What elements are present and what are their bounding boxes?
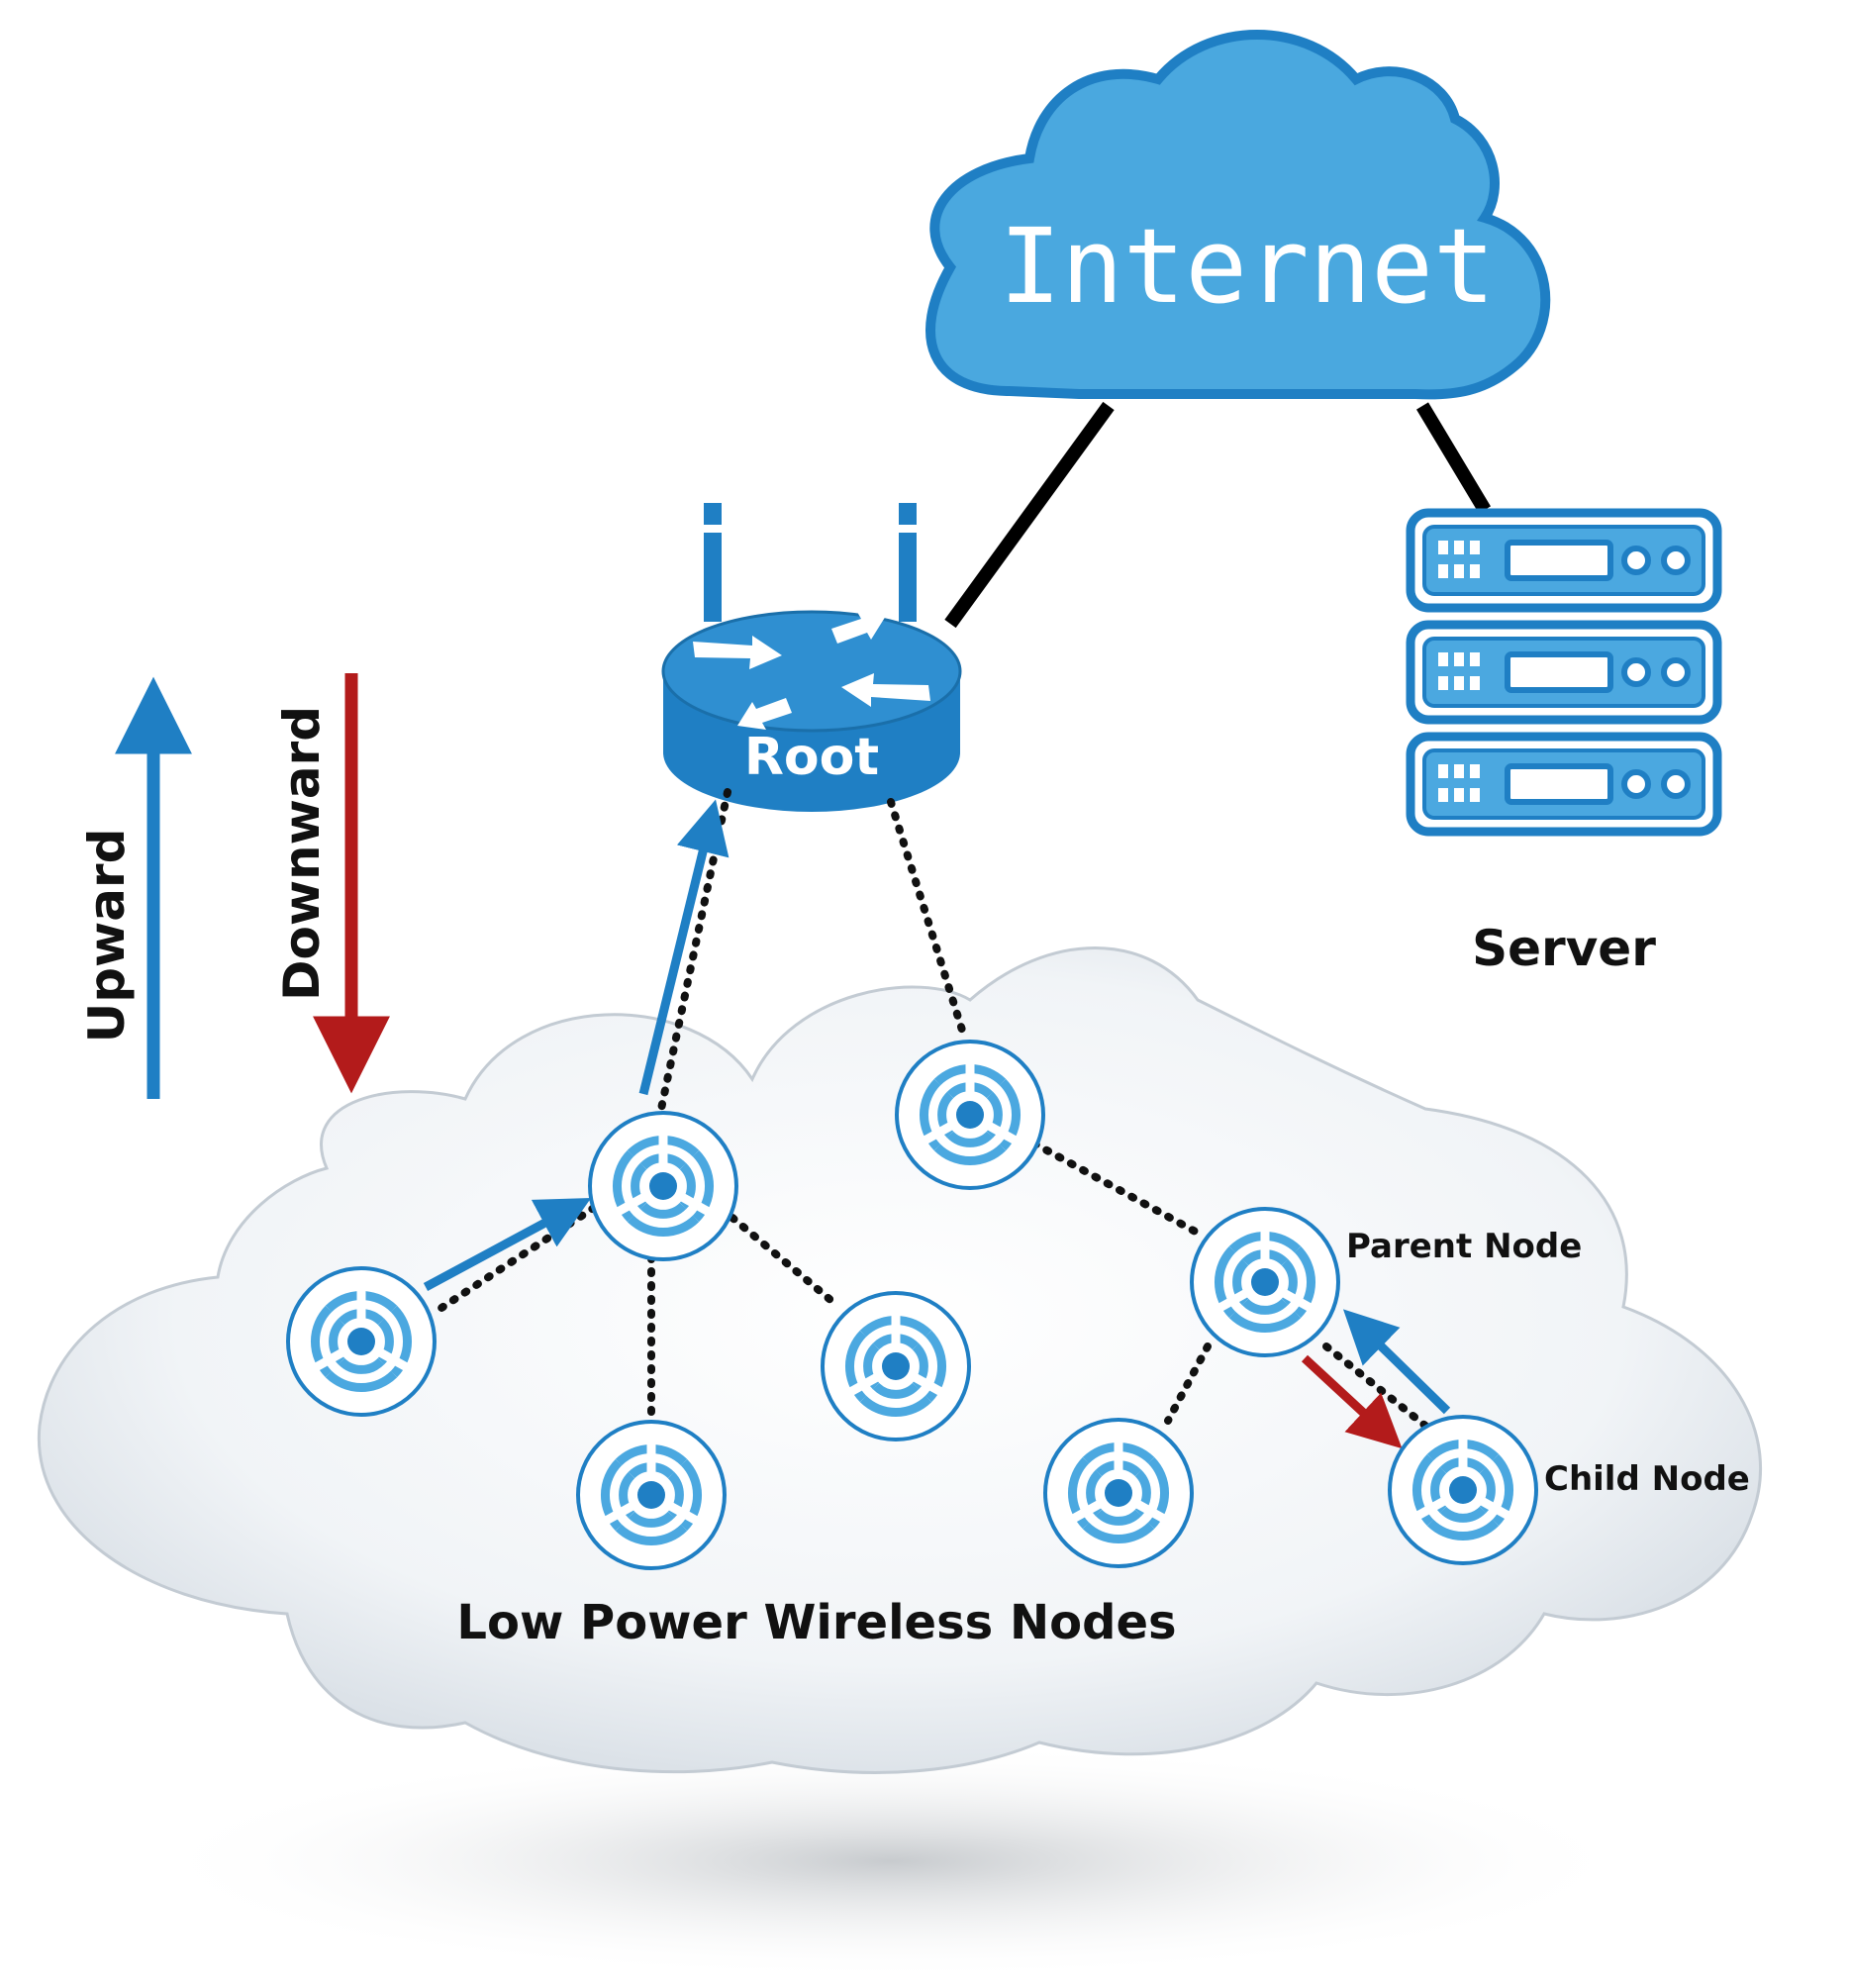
- internet-cloud: [925, 30, 1551, 400]
- parent-node: [1192, 1209, 1338, 1355]
- wireless-node-left: [288, 1268, 435, 1415]
- upward-legend-label: Upward: [78, 829, 136, 1044]
- link-root-upper-right: [887, 798, 969, 1044]
- downward-flow-arrow-parent-child: [1301, 1354, 1403, 1449]
- upward-flow-arrow-child-parent: [1342, 1309, 1451, 1415]
- mesh-label: Low Power Wireless Nodes: [456, 1595, 1176, 1650]
- link-hub-center-right: [729, 1214, 840, 1309]
- server-icon: [1411, 513, 1717, 832]
- server-label: Server: [1472, 920, 1656, 977]
- wireless-node-bottom-center: [578, 1422, 725, 1568]
- child-node-label: Child Node: [1544, 1459, 1750, 1499]
- wireless-node-upper-right: [897, 1042, 1043, 1188]
- child-node: [1390, 1417, 1536, 1563]
- wired-link-internet-server: [1415, 402, 1492, 514]
- link-parent-bottom-right: [1164, 1342, 1212, 1425]
- ground-shadow: [139, 1742, 1643, 1980]
- wireless-node-bottom-right: [1045, 1420, 1192, 1566]
- downward-legend-label: Downward: [273, 706, 331, 1001]
- wireless-node-hub: [590, 1113, 736, 1259]
- root-label: Root: [744, 728, 879, 787]
- parent-node-label: Parent Node: [1346, 1227, 1582, 1266]
- router-icon: [661, 503, 962, 812]
- upward-flow-arrow-left-hub: [423, 1198, 592, 1291]
- upward-flow-arrow-hub-root: [638, 799, 730, 1096]
- internet-label: Internet: [1000, 206, 1496, 327]
- wireless-node-center-right: [823, 1293, 969, 1440]
- wired-link-root-internet: [944, 401, 1115, 629]
- link-upper-right-parent: [1030, 1140, 1207, 1240]
